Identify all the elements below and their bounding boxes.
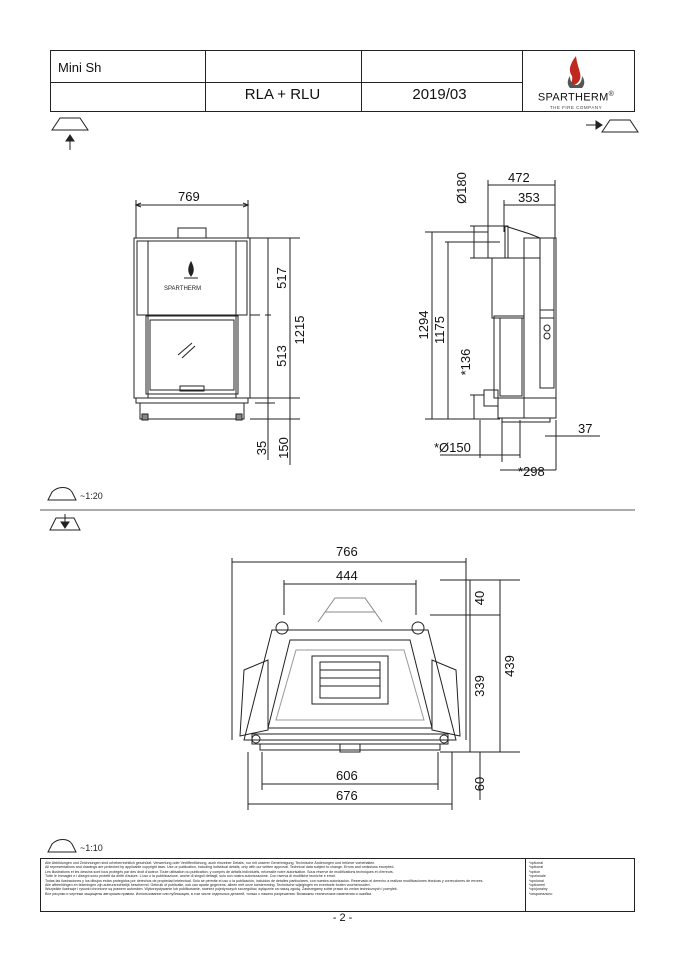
brand-tagline: THE FIRE COMPANY: [549, 105, 603, 110]
variant-code: RLA + RLU: [244, 86, 321, 103]
top-view: [231, 558, 520, 810]
dim-side-depth-inner: 353: [518, 190, 540, 205]
page-number: - 2 -: [332, 912, 353, 924]
dim-front-upper: 517: [274, 267, 289, 289]
dim-front-leg: 150: [276, 437, 291, 459]
legal-text: Alle Abbildungen und Zeichnungen sind ur…: [45, 861, 484, 896]
side-view-icon: [586, 119, 639, 133]
dim-top-inner-depth: 339: [472, 675, 487, 697]
optional-notes: *optional *optional *option *opzionale *…: [529, 861, 553, 896]
dim-top-glass-width: 606: [336, 768, 358, 783]
model-name: Mini Sh: [58, 60, 102, 75]
dim-side-depth: 472: [508, 170, 530, 185]
scale-icon-front: [47, 487, 77, 501]
scale-label-front: ~1:20: [80, 491, 103, 501]
title-block: [50, 50, 635, 112]
dim-side-air-offset: *298: [518, 464, 545, 479]
dim-front-base: 35: [254, 441, 269, 455]
dim-side-rear-gap: 37: [578, 421, 592, 436]
dim-top-outer-depth: 439: [502, 655, 517, 677]
front-brand-label: SPARTHERM: [164, 286, 201, 292]
dim-side-flue: Ø180: [454, 172, 469, 204]
dim-top-front-depth: 40: [472, 591, 487, 605]
dim-top-outer-width: 766: [336, 544, 358, 559]
dim-front-width: 769: [178, 189, 200, 204]
dim-side-total: 1294: [416, 311, 431, 340]
legal-footer: Alle Abbildungen und Zeichnungen sind ur…: [40, 858, 635, 912]
brand-logo: SPARTHERM®: [537, 91, 615, 104]
dim-side-air-height: *136: [458, 349, 473, 376]
dim-top-inner-rear: 444: [336, 568, 358, 583]
side-view: [425, 180, 600, 471]
scale-label-top: ~1:10: [80, 843, 103, 853]
front-view-icon: [51, 117, 89, 150]
flame-logo-icon: [567, 56, 585, 88]
dim-front-door: 513: [274, 345, 289, 367]
scale-icon-top: [47, 839, 77, 853]
revision-date: 2019/03: [412, 86, 467, 103]
dim-side-flue-height: 1175: [432, 316, 447, 344]
dim-top-front-offset: 60: [472, 777, 487, 791]
front-view: [133, 200, 300, 465]
dim-front-total: 1215: [292, 316, 307, 345]
dim-side-air-diameter: *Ø150: [434, 440, 471, 455]
top-view-icon: [49, 514, 81, 531]
dim-top-frame-width: 676: [336, 788, 358, 803]
